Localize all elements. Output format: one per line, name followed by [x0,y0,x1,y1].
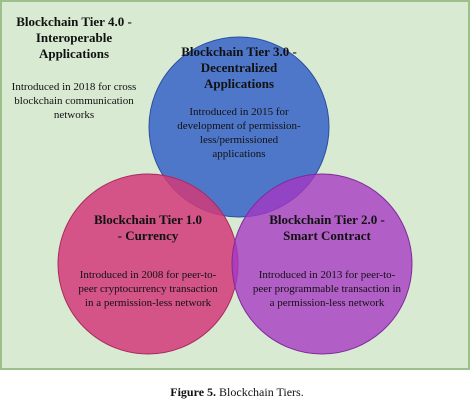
figure-caption-text: Blockchain Tiers. [219,385,304,399]
figure-label: Figure 5. [170,385,217,399]
tier3-description: Introduced in 2015 for development of pe… [177,106,301,160]
circle-tier3 [148,36,330,218]
venn-diagram [57,36,413,355]
circle-tier2 [231,173,413,355]
tier3-title: Blockchain Tier 3.0 - Decentralized Appl… [181,44,297,91]
tier2-description: Introduced in 2013 for peer-to-peer prog… [252,269,402,309]
figure-caption: Figure 5. Blockchain Tiers. [0,385,474,400]
tier1-description: Introduced in 2008 for peer-to-peer cryp… [78,269,218,309]
tier4-title: Blockchain Tier 4.0 - Interoperable Appl… [16,14,132,61]
tier4-description: Introduced in 2018 for cross blockchain … [11,81,137,121]
tier2-title: Blockchain Tier 2.0 - Smart Contract [269,212,385,243]
circle-tier1 [57,173,239,355]
tier1-title: Blockchain Tier 1.0 - Currency [94,212,202,243]
